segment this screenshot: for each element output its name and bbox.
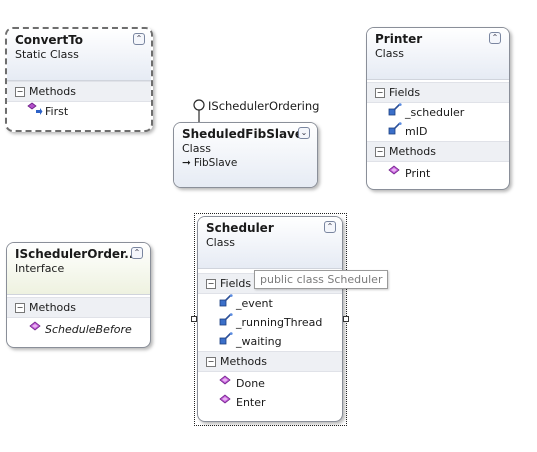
method-print[interactable]: Print	[367, 164, 509, 183]
convertto-header[interactable]: ConvertTo Static Class ⌃	[7, 29, 151, 81]
sheduledfibslave-header[interactable]: SheduledFibSlave Class ➞FibSlave ⌄	[174, 123, 317, 187]
field-icon	[218, 313, 236, 333]
class-tooltip: public class Scheduler	[254, 270, 389, 289]
base-class-label: FibSlave	[193, 157, 238, 169]
convertto-methods-section[interactable]: −Methods	[7, 81, 151, 102]
expand-toggle-icon[interactable]: ⌄	[298, 127, 310, 139]
methods-label: Methods	[29, 301, 76, 314]
method-icon	[387, 164, 405, 184]
collapse-minus-icon[interactable]: −	[206, 357, 216, 367]
interface-header[interactable]: ISchedulerOrder... Interface ⌃	[7, 243, 150, 295]
field-icon	[387, 103, 405, 123]
fields-label: Fields	[220, 277, 252, 290]
printer-header[interactable]: Printer Class ⌃	[367, 28, 509, 80]
methods-label: Methods	[29, 85, 76, 98]
convertto-kind: Static Class	[15, 48, 79, 61]
field-label: _runningThread	[236, 316, 323, 329]
field-icon	[387, 122, 405, 142]
printer-class-shape[interactable]: Printer Class ⌃ −Fields _scheduler mID −…	[366, 27, 510, 190]
methods-label: Methods	[220, 355, 267, 368]
method-label: Done	[236, 377, 265, 390]
extension-method-icon	[27, 102, 45, 122]
field-label: _waiting	[236, 335, 282, 348]
sheduledfibslave-name: SheduledFibSlave	[182, 127, 304, 141]
collapse-toggle-icon[interactable]: ⌃	[324, 221, 336, 233]
scheduler-name: Scheduler	[206, 221, 274, 235]
convertto-name: ConvertTo	[15, 33, 84, 47]
method-first[interactable]: First	[7, 102, 151, 121]
field-label: mID	[405, 125, 428, 138]
method-icon	[27, 320, 45, 340]
printer-name: Printer	[375, 32, 423, 46]
collapse-minus-icon[interactable]: −	[206, 279, 216, 289]
interface-kind: Interface	[15, 262, 65, 275]
resize-handle-left[interactable]	[191, 316, 197, 322]
method-schedulebefore[interactable]: ScheduleBefore	[7, 320, 150, 339]
methods-label: Methods	[389, 145, 436, 158]
collapse-minus-icon[interactable]: −	[15, 87, 25, 97]
inheritance-arrow-icon: ➞	[182, 157, 191, 169]
collapse-minus-icon[interactable]: −	[375, 147, 385, 157]
method-done[interactable]: Done	[198, 374, 342, 393]
method-label: Enter	[236, 396, 266, 409]
method-enter[interactable]: Enter	[198, 393, 342, 412]
scheduler-methods-section[interactable]: −Methods	[198, 351, 342, 372]
collapse-minus-icon[interactable]: −	[375, 88, 385, 98]
method-label: First	[45, 105, 69, 118]
collapse-toggle-icon[interactable]: ⌃	[131, 247, 143, 259]
field-label: _event	[236, 297, 273, 310]
fields-label: Fields	[389, 86, 421, 99]
lollipop-interface-label: ISchedulerOrdering	[208, 99, 320, 113]
field-runningthread[interactable]: _runningThread	[198, 313, 342, 332]
interface-methods-section[interactable]: −Methods	[7, 297, 150, 318]
sheduledfibslave-kind: Class	[182, 142, 211, 155]
method-label: Print	[405, 167, 431, 180]
scheduler-class-shape[interactable]: Scheduler Class ⌃ −Fields _event _runnin…	[197, 216, 343, 422]
field-mid[interactable]: mID	[367, 122, 509, 141]
field-label: _scheduler	[405, 106, 465, 119]
printer-kind: Class	[375, 47, 404, 60]
scheduler-header[interactable]: Scheduler Class ⌃	[198, 217, 342, 269]
method-icon	[218, 393, 236, 413]
collapse-toggle-icon[interactable]: ⌃	[133, 33, 145, 45]
collapse-minus-icon[interactable]: −	[15, 303, 25, 313]
scheduler-kind: Class	[206, 236, 235, 249]
field-scheduler[interactable]: _scheduler	[367, 103, 509, 122]
field-waiting[interactable]: _waiting	[198, 332, 342, 351]
interface-name: ISchedulerOrder...	[15, 247, 138, 261]
field-icon	[218, 332, 236, 352]
field-event[interactable]: _event	[198, 294, 342, 313]
convertto-class-shape[interactable]: ConvertTo Static Class ⌃ −Methods First	[5, 27, 153, 132]
field-icon	[218, 294, 236, 314]
ischedulerordering-interface-shape[interactable]: ISchedulerOrder... Interface ⌃ −Methods …	[6, 242, 151, 348]
sheduledfibslave-class-shape[interactable]: SheduledFibSlave Class ➞FibSlave ⌄	[173, 122, 318, 188]
printer-fields-section[interactable]: −Fields	[367, 82, 509, 103]
printer-methods-section[interactable]: −Methods	[367, 141, 509, 162]
method-icon	[218, 374, 236, 394]
interface-lollipop-icon[interactable]	[192, 99, 206, 125]
collapse-toggle-icon[interactable]: ⌃	[489, 32, 501, 44]
method-label: ScheduleBefore	[45, 323, 132, 336]
base-class-line: ➞FibSlave	[182, 157, 309, 169]
resize-handle-right[interactable]	[343, 316, 349, 322]
